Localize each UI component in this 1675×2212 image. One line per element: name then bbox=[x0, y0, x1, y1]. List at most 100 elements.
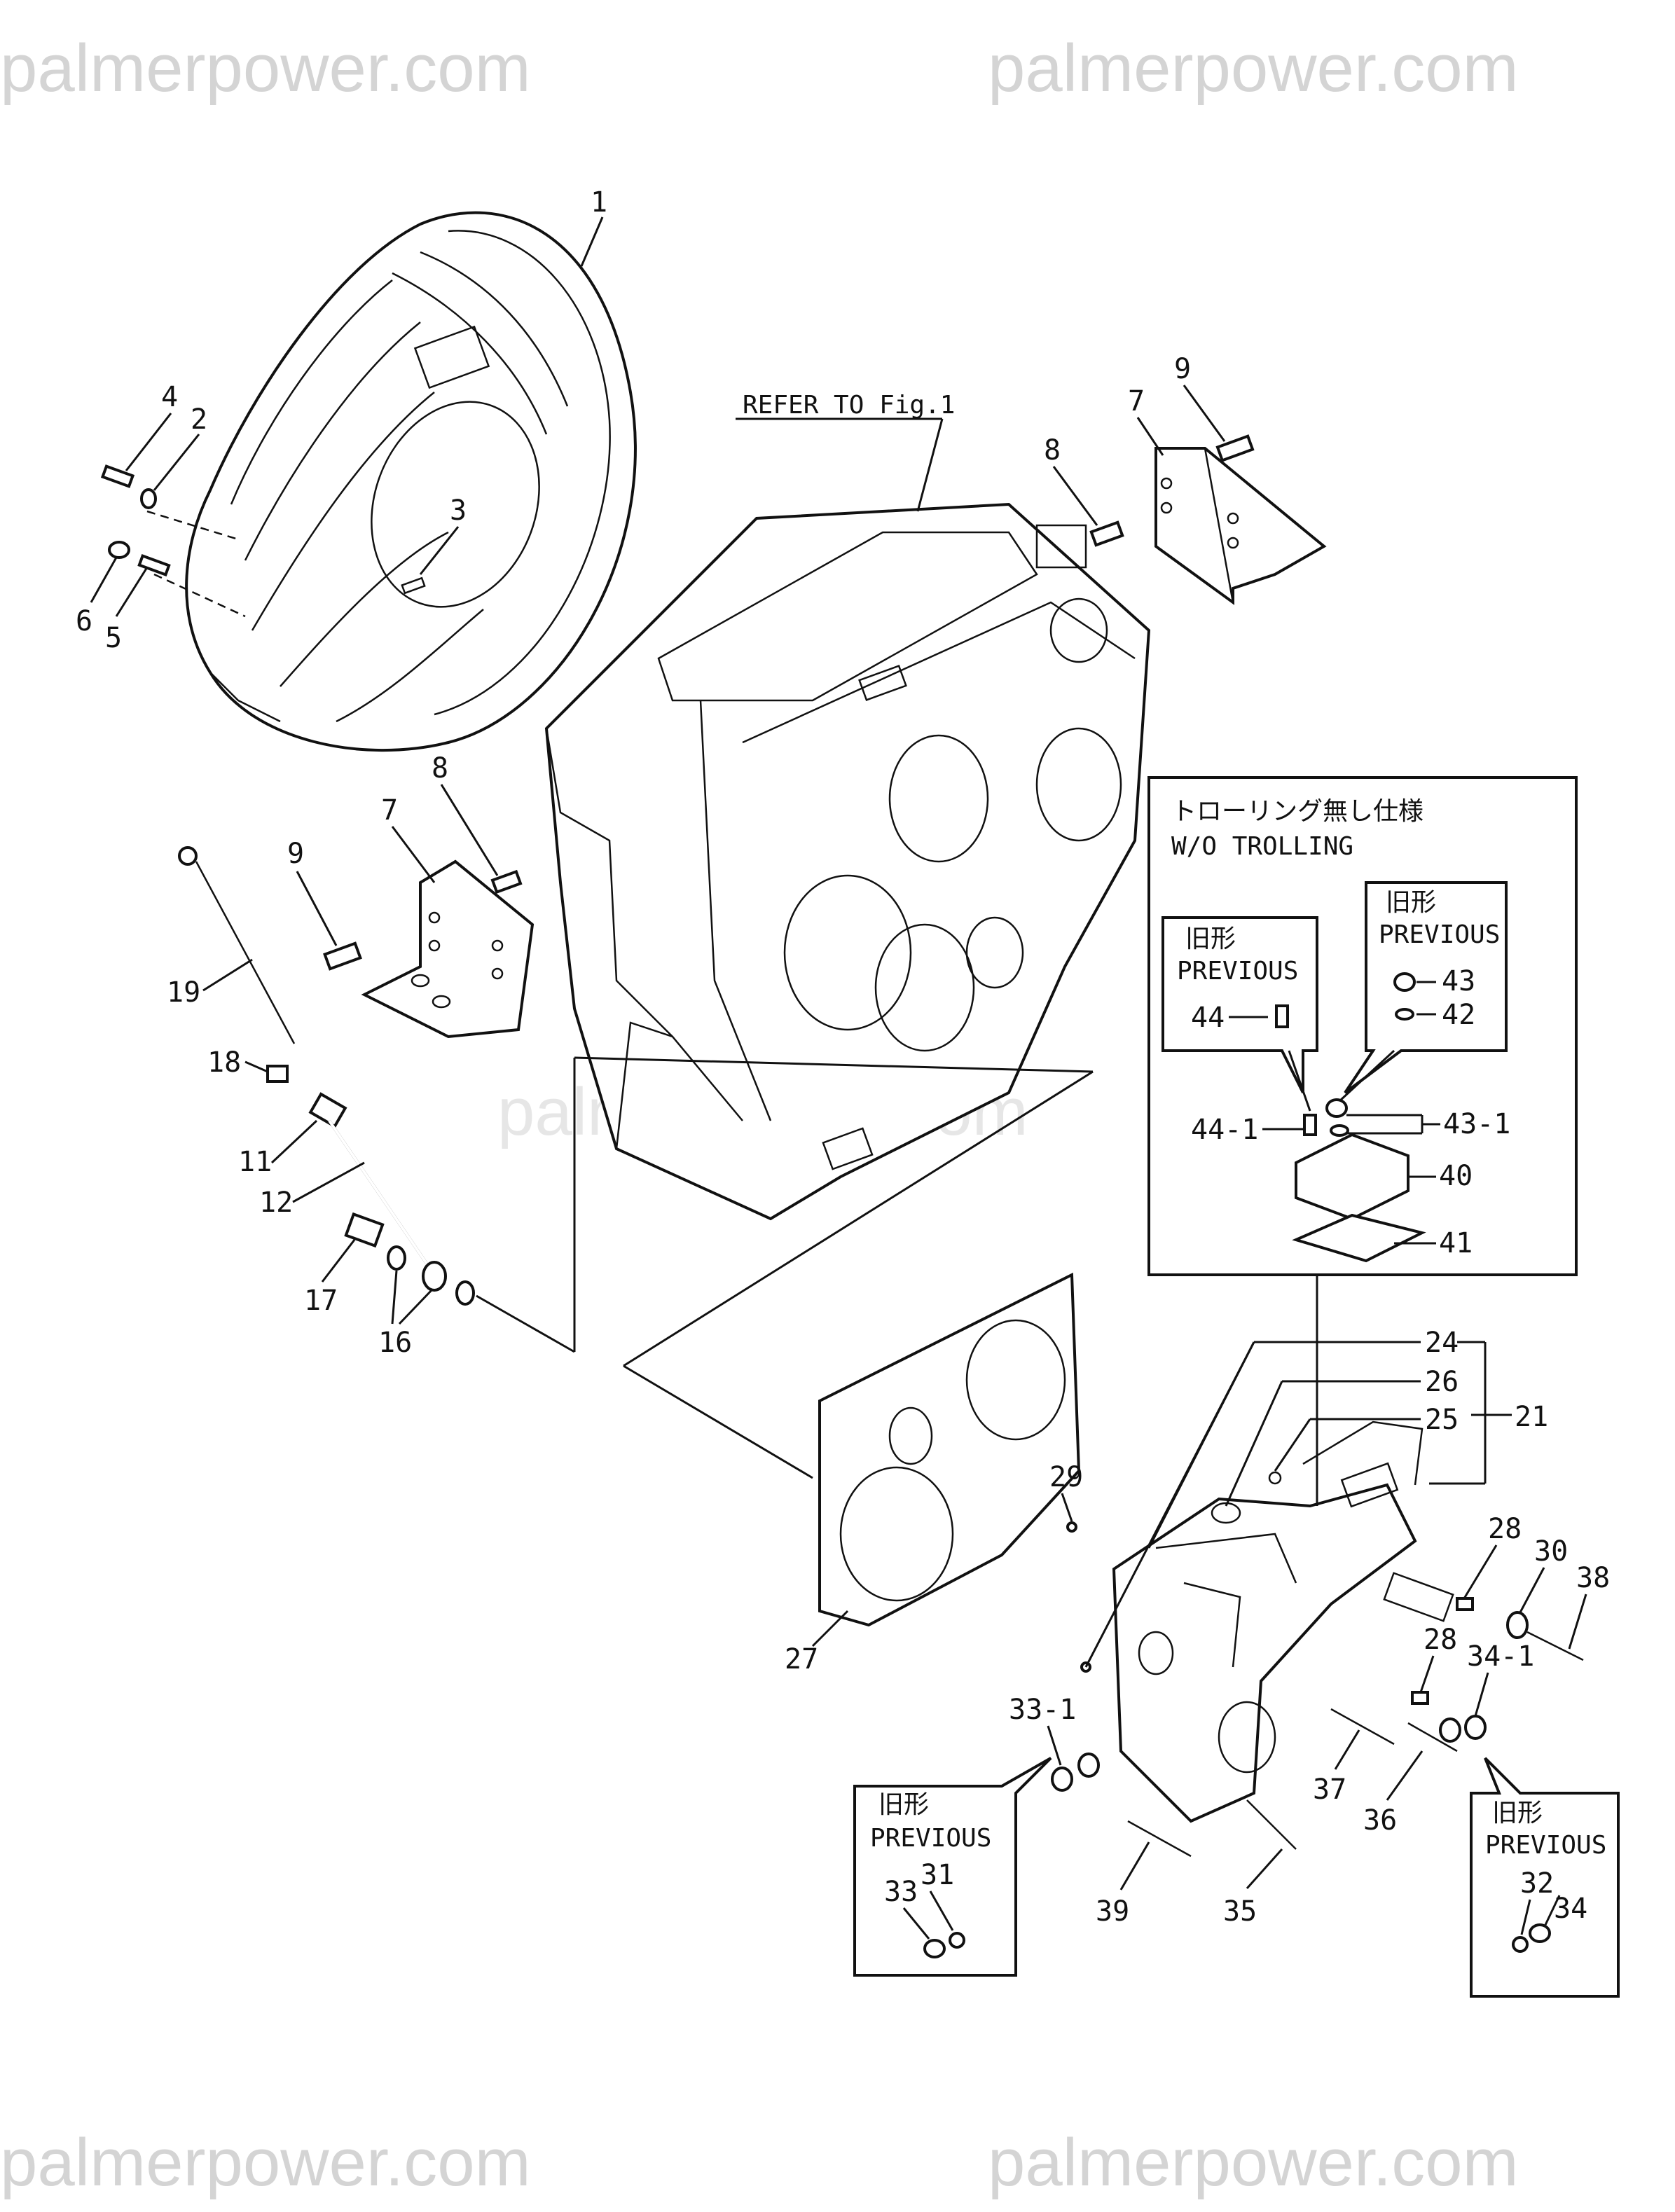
bracket-7-upper bbox=[1154, 447, 1327, 605]
pipe-12 bbox=[328, 1119, 436, 1276]
callout-34: 34 bbox=[1554, 1893, 1587, 1925]
callout-31: 31 bbox=[921, 1859, 954, 1891]
plug-33 bbox=[923, 1939, 946, 1958]
bolt-4 bbox=[100, 464, 135, 488]
pin-29 bbox=[1066, 1521, 1077, 1533]
trolling-box: トローリング無し仕様 W/O TROLLING 旧形 PREVIOUS 旧形 P… bbox=[1147, 776, 1578, 1276]
stud-5 bbox=[137, 554, 171, 576]
callout-1: 1 bbox=[591, 186, 607, 219]
bolt-39 bbox=[1127, 1820, 1192, 1858]
refer-to-note: REFER TO Fig.1 bbox=[743, 391, 955, 420]
dipstick-19 bbox=[178, 846, 296, 1044]
prev-box-b-jp: 旧形 bbox=[1386, 888, 1436, 917]
prev-box-left-en: PREVIOUS bbox=[870, 1824, 991, 1853]
callout-40: 40 bbox=[1439, 1160, 1473, 1192]
callout-3: 3 bbox=[450, 495, 467, 527]
oring-31 bbox=[949, 1932, 965, 1949]
watermark-bottom-left: palmerpower.com bbox=[0, 2125, 531, 2200]
bolt-9-upper bbox=[1215, 434, 1255, 462]
callout-19: 19 bbox=[167, 976, 200, 1009]
callout-7-lower: 7 bbox=[381, 794, 398, 827]
oring-42 bbox=[1395, 1008, 1414, 1021]
bolt-37 bbox=[1330, 1708, 1395, 1746]
callout-44-1: 44-1 bbox=[1191, 1114, 1258, 1146]
callout-25: 25 bbox=[1425, 1404, 1459, 1436]
callout-37: 37 bbox=[1313, 1774, 1346, 1806]
callout-35: 35 bbox=[1223, 1895, 1257, 1928]
previous-box-left: 旧形 PREVIOUS bbox=[853, 1757, 1052, 1977]
prev-box-right-en: PREVIOUS bbox=[1485, 1831, 1606, 1860]
callout-41: 41 bbox=[1439, 1227, 1473, 1259]
prev-box-right-jp: 旧形 bbox=[1492, 1799, 1543, 1827]
callout-11: 11 bbox=[238, 1146, 272, 1178]
callout-16: 16 bbox=[378, 1327, 412, 1359]
callout-38: 38 bbox=[1576, 1562, 1610, 1594]
prev-box-a-jp: 旧形 bbox=[1185, 925, 1236, 953]
callout-43-1: 43-1 bbox=[1443, 1108, 1510, 1140]
gasket-41 bbox=[1292, 1213, 1426, 1263]
callout-42: 42 bbox=[1442, 999, 1475, 1031]
cover-40 bbox=[1295, 1133, 1409, 1221]
prev-box-left-jp: 旧形 bbox=[878, 1790, 929, 1819]
callout-29: 29 bbox=[1049, 1461, 1083, 1493]
callout-9-lower: 9 bbox=[287, 838, 304, 870]
bolt-38 bbox=[1526, 1631, 1584, 1661]
washer-2 bbox=[140, 488, 157, 509]
callout-44: 44 bbox=[1191, 1002, 1225, 1034]
callout-43: 43 bbox=[1442, 965, 1475, 997]
trolling-box-title-en: W/O TROLLING bbox=[1171, 832, 1353, 861]
callout-8-upper: 8 bbox=[1044, 434, 1061, 466]
callout-24: 24 bbox=[1425, 1327, 1459, 1359]
callout-21: 21 bbox=[1515, 1401, 1548, 1433]
bracket-7-lower bbox=[361, 859, 535, 1039]
pin-8-upper bbox=[1089, 520, 1124, 547]
callout-4: 4 bbox=[161, 381, 178, 413]
callout-12: 12 bbox=[259, 1187, 293, 1219]
previous-box-right: 旧形 PREVIOUS bbox=[1470, 1757, 1620, 1998]
gear-case bbox=[544, 502, 1151, 1221]
joint-11 bbox=[308, 1092, 347, 1128]
nut-6 bbox=[108, 541, 130, 559]
washer-30 bbox=[1506, 1611, 1529, 1639]
callout-28-lower: 28 bbox=[1424, 1624, 1457, 1656]
watermark-top-left: palmerpower.com bbox=[0, 31, 531, 106]
callout-33-1: 33-1 bbox=[1009, 1694, 1076, 1726]
bolt-44 bbox=[1275, 1004, 1289, 1028]
prev-box-b-en: PREVIOUS bbox=[1379, 920, 1500, 949]
plug-43-1b bbox=[1330, 1124, 1349, 1137]
prev-box-a-en: PREVIOUS bbox=[1177, 957, 1298, 986]
bolt-35 bbox=[1246, 1799, 1297, 1850]
callout-2: 2 bbox=[191, 403, 207, 436]
plug-34-1 bbox=[1439, 1715, 1487, 1743]
union-17 bbox=[344, 1212, 385, 1248]
plug-43 bbox=[1393, 972, 1416, 992]
callout-26: 26 bbox=[1425, 1366, 1459, 1398]
plug-34 bbox=[1529, 1923, 1551, 1943]
bolt-44-1 bbox=[1303, 1114, 1317, 1136]
callout-8-lower: 8 bbox=[432, 752, 448, 784]
plug-43-1a bbox=[1325, 1098, 1348, 1118]
control-valve-assembly bbox=[1112, 1420, 1454, 1823]
trolling-box-title-jp: トローリング無し仕様 bbox=[1171, 797, 1424, 826]
callout-33: 33 bbox=[884, 1876, 918, 1908]
callout-6: 6 bbox=[76, 605, 92, 637]
bolt-9-lower bbox=[323, 941, 362, 971]
bolt-36 bbox=[1407, 1722, 1458, 1753]
callout-30: 30 bbox=[1534, 1535, 1568, 1568]
pin-8-lower bbox=[490, 869, 523, 894]
callout-36: 36 bbox=[1363, 1804, 1397, 1837]
gasket-27 bbox=[818, 1272, 1081, 1627]
callout-5: 5 bbox=[105, 622, 122, 654]
callout-7-upper: 7 bbox=[1128, 385, 1145, 417]
callout-32: 32 bbox=[1520, 1867, 1554, 1900]
watermark-bottom-right: palmerpower.com bbox=[988, 2125, 1519, 2200]
gaskets-16 bbox=[387, 1245, 475, 1306]
plug-33-1 bbox=[1051, 1753, 1100, 1792]
callout-34-1: 34-1 bbox=[1467, 1640, 1534, 1673]
callout-18: 18 bbox=[207, 1046, 241, 1079]
callout-27: 27 bbox=[785, 1643, 818, 1675]
plug-18 bbox=[266, 1065, 289, 1083]
callout-17: 17 bbox=[304, 1285, 338, 1317]
callout-39: 39 bbox=[1096, 1895, 1129, 1928]
